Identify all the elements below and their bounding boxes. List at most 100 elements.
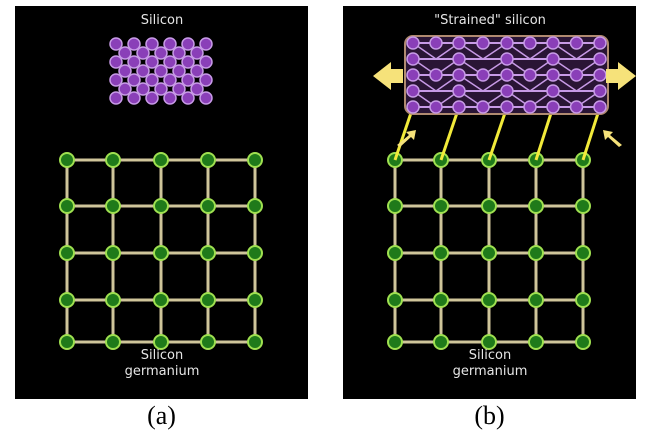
sige-atom bbox=[247, 198, 263, 214]
silicon-atom bbox=[118, 64, 132, 78]
sige-atom bbox=[105, 292, 121, 308]
sige-atom bbox=[387, 245, 403, 261]
strain-bond bbox=[393, 106, 415, 161]
silicon-atom bbox=[593, 100, 607, 114]
silicon-atom bbox=[500, 36, 514, 50]
silicon-atom bbox=[476, 100, 490, 114]
silicon-atom bbox=[118, 82, 132, 96]
panel-b-strained: "Strained" silicon Silicon germanium bbox=[343, 6, 636, 399]
sige-atom bbox=[387, 334, 403, 350]
silicon-atom bbox=[109, 91, 123, 105]
sige-atom bbox=[433, 198, 449, 214]
silicon-atom bbox=[523, 36, 537, 50]
strain-bond bbox=[534, 106, 555, 161]
sige-atom bbox=[105, 198, 121, 214]
sige-atom bbox=[575, 334, 591, 350]
silicon-atom bbox=[429, 68, 443, 82]
sige-atom bbox=[481, 292, 497, 308]
sige-atom bbox=[528, 292, 544, 308]
silicon-atom bbox=[406, 100, 420, 114]
sige-atom bbox=[105, 245, 121, 261]
silicon-germanium-lattice bbox=[387, 152, 591, 350]
silicon-atom bbox=[476, 68, 490, 82]
sige-atom bbox=[153, 334, 169, 350]
sige-atom bbox=[528, 245, 544, 261]
silicon-atom bbox=[452, 84, 466, 98]
silicon-atom bbox=[190, 46, 204, 60]
silicon-atom bbox=[406, 84, 420, 98]
silicon-atom bbox=[145, 73, 159, 87]
caption-a: (a) bbox=[147, 401, 176, 430]
silicon-atom bbox=[429, 100, 443, 114]
silicon-atom bbox=[199, 37, 213, 51]
silicon-atom bbox=[172, 82, 186, 96]
sige-atom bbox=[59, 292, 75, 308]
silicon-atom bbox=[181, 91, 195, 105]
silicon-atom bbox=[593, 36, 607, 50]
silicon-atom bbox=[593, 68, 607, 82]
sige-atom bbox=[575, 292, 591, 308]
silicon-atom bbox=[593, 84, 607, 98]
silicon-lattice bbox=[109, 37, 213, 105]
silicon-atom bbox=[190, 64, 204, 78]
silicon-atom bbox=[145, 91, 159, 105]
strain-bond bbox=[487, 106, 509, 161]
silicon-atom bbox=[406, 36, 420, 50]
sige-atom bbox=[575, 245, 591, 261]
sige-atom bbox=[433, 292, 449, 308]
silicon-atom bbox=[546, 84, 560, 98]
left-arrow-icon bbox=[373, 62, 403, 90]
sige-label-line2: germanium bbox=[125, 364, 200, 379]
caption-b: (b) bbox=[474, 401, 505, 430]
silicon-top-label: Silicon bbox=[141, 13, 183, 28]
silicon-atom bbox=[546, 100, 560, 114]
silicon-atom bbox=[406, 68, 420, 82]
sige-atom bbox=[247, 152, 263, 168]
silicon-atom bbox=[569, 100, 584, 114]
silicon-atom bbox=[181, 55, 195, 69]
silicon-atom bbox=[154, 82, 168, 96]
silicon-atom bbox=[136, 46, 150, 60]
silicon-atom bbox=[136, 82, 150, 96]
strain-bond bbox=[581, 106, 602, 161]
silicon-atom bbox=[109, 37, 123, 51]
strain-bonds bbox=[393, 106, 602, 161]
silicon-atom bbox=[452, 68, 466, 82]
sige-atom bbox=[575, 198, 591, 214]
sige-label-line1: Silicon bbox=[141, 348, 183, 363]
sige-atom bbox=[200, 245, 216, 261]
panel-b-diagram: "Strained" silicon Silicon germanium bbox=[373, 13, 636, 379]
sige-atom bbox=[387, 292, 403, 308]
right-arrow-icon bbox=[606, 62, 636, 90]
small-down-left-arrow-icon bbox=[397, 130, 416, 147]
silicon-atom bbox=[546, 68, 560, 82]
strained-silicon-lattice bbox=[404, 35, 609, 115]
silicon-atom bbox=[172, 46, 186, 60]
silicon-atom bbox=[136, 64, 150, 78]
silicon-atom bbox=[163, 73, 177, 87]
silicon-atom bbox=[569, 68, 584, 82]
sige-atom bbox=[59, 334, 75, 350]
silicon-atom bbox=[569, 36, 584, 50]
sige-atom bbox=[153, 152, 169, 168]
sige-atom bbox=[59, 245, 75, 261]
sige-atom bbox=[433, 245, 449, 261]
sige-atom bbox=[200, 152, 216, 168]
silicon-atom bbox=[406, 52, 420, 66]
sige-atom bbox=[481, 334, 497, 350]
silicon-atom bbox=[500, 100, 514, 114]
sige-atom bbox=[247, 334, 263, 350]
silicon-atom bbox=[500, 84, 514, 98]
small-down-right-arrow-icon bbox=[603, 130, 622, 147]
silicon-germanium-lattice bbox=[59, 152, 263, 350]
silicon-atom bbox=[500, 68, 514, 82]
silicon-atom bbox=[523, 100, 537, 114]
sige-atom bbox=[481, 198, 497, 214]
silicon-atom bbox=[199, 55, 213, 69]
sige-atom bbox=[387, 198, 403, 214]
sige-atom bbox=[528, 334, 544, 350]
sige-atom bbox=[247, 245, 263, 261]
sige-atom bbox=[481, 245, 497, 261]
sige-atom bbox=[153, 245, 169, 261]
silicon-atom bbox=[199, 73, 213, 87]
